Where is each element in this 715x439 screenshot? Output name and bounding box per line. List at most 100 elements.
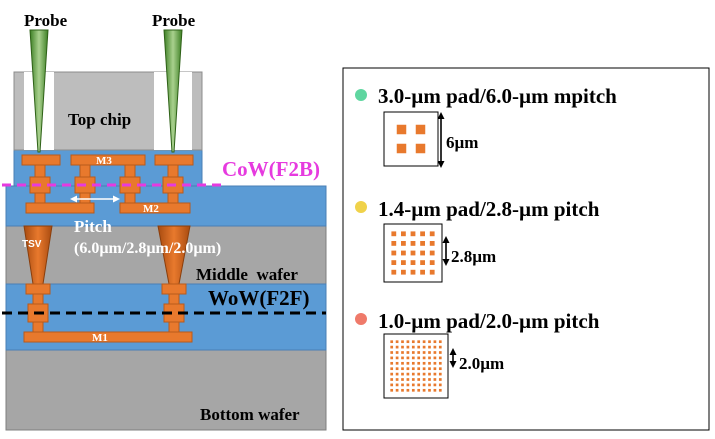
legend-pad-square bbox=[395, 361, 399, 365]
legend-pad-square bbox=[433, 356, 437, 360]
legend-pad-square bbox=[438, 361, 442, 365]
legend-pad-square bbox=[396, 124, 407, 135]
legend-pad-square bbox=[401, 340, 404, 344]
legend-pad-square bbox=[428, 388, 431, 392]
legend-pad-square bbox=[406, 388, 410, 392]
legend-item-1-label: 3.0-µm pad/6.0-µm mpitch bbox=[378, 84, 617, 108]
legend-pad-square bbox=[401, 250, 406, 256]
legend-pad-square bbox=[438, 345, 442, 349]
legend-pad-square bbox=[401, 345, 404, 349]
legend-pad-square bbox=[417, 351, 421, 354]
legend-pad-square bbox=[390, 345, 394, 349]
via bbox=[167, 192, 179, 204]
legend-dot-yellow-icon bbox=[355, 201, 367, 213]
legend-pad-square bbox=[401, 367, 404, 371]
legend-pad-square bbox=[406, 367, 410, 371]
legend-pad-square bbox=[433, 367, 437, 371]
bottom-wafer-label: Bottom wafer bbox=[200, 405, 300, 424]
legend-pad-square bbox=[438, 378, 442, 381]
legend-pad-square bbox=[390, 351, 394, 354]
legend-pad-square bbox=[420, 231, 425, 237]
pad-grid-2-8um bbox=[383, 223, 443, 283]
legend-pad-square bbox=[428, 345, 431, 349]
cross-section: Probe Probe Top chip M3 M2 M1 TSV Pitch … bbox=[2, 11, 327, 431]
legend-pad-square bbox=[406, 356, 410, 360]
probe-left-icon bbox=[29, 29, 49, 153]
legend-pad-square bbox=[422, 361, 426, 365]
via bbox=[168, 293, 180, 305]
legend-pad-square bbox=[395, 356, 399, 360]
legend-pad-square bbox=[406, 378, 410, 381]
tsv-pad bbox=[161, 283, 187, 295]
pad-grid-6um bbox=[383, 111, 439, 167]
dim-arrow-2-0um-icon bbox=[449, 348, 457, 368]
legend-pad-square bbox=[401, 388, 404, 392]
pitch-arrowhead-right bbox=[113, 195, 120, 203]
legend-pad-square bbox=[420, 250, 425, 256]
via bbox=[124, 164, 136, 178]
legend-pad-square bbox=[433, 378, 437, 381]
pitch-label: Pitch bbox=[74, 217, 112, 236]
legend-pad-square bbox=[410, 231, 416, 237]
legend-pad-square bbox=[428, 351, 431, 354]
via bbox=[79, 164, 91, 178]
legend-pad-square bbox=[391, 260, 397, 265]
legend-pad-square bbox=[391, 250, 397, 256]
legend-pad-square bbox=[422, 356, 426, 360]
tsv-pad bbox=[25, 283, 51, 295]
legend-pad-square bbox=[429, 250, 435, 256]
legend-item-3-label: 1.0-µm pad/2.0-µm pitch bbox=[378, 309, 600, 333]
m3-pad bbox=[21, 154, 61, 166]
legend-pad-square bbox=[433, 345, 437, 349]
legend-pad-square bbox=[417, 340, 421, 344]
legend-dot-green-icon bbox=[355, 89, 367, 101]
legend-pad-square bbox=[401, 372, 404, 376]
legend-pad-square bbox=[417, 356, 421, 360]
legend-pad-square bbox=[428, 378, 431, 381]
legend-pad-square bbox=[411, 367, 415, 371]
probe-right-label: Probe bbox=[152, 11, 196, 30]
legend-pad-square bbox=[410, 241, 416, 246]
legend-pad-square bbox=[406, 361, 410, 365]
legend-pad-square bbox=[429, 241, 435, 246]
legend-pad-square bbox=[422, 345, 426, 349]
legend-pad-square bbox=[395, 388, 399, 392]
legend-pad-square bbox=[429, 269, 435, 275]
legend-pad-square bbox=[420, 241, 425, 246]
legend-pad-square bbox=[417, 345, 421, 349]
legend-pad-square bbox=[417, 388, 421, 392]
legend-pad-square bbox=[422, 340, 426, 344]
m3-pad bbox=[154, 154, 194, 166]
dim-arrow-2-8um-icon bbox=[442, 236, 450, 266]
legend-pad-square bbox=[433, 388, 437, 392]
legend-pad-square bbox=[401, 361, 404, 365]
legend-pad-square bbox=[411, 340, 415, 344]
legend-pad-square bbox=[410, 250, 416, 256]
pitch-values: (6.0µm/2.8µm/2.0µm) bbox=[74, 240, 221, 257]
legend-pad-square bbox=[406, 345, 410, 349]
legend-pad-square bbox=[410, 269, 416, 275]
pitch-arrowhead-left bbox=[70, 195, 77, 203]
legend-pad-square bbox=[411, 361, 415, 365]
legend-panel: 3.0-µm pad/6.0-µm mpitch 6µm 1.4-µm pad/… bbox=[342, 67, 710, 431]
legend-pad-square bbox=[395, 372, 399, 376]
legend-pad-square bbox=[417, 367, 421, 371]
legend-pad-square bbox=[422, 367, 426, 371]
legend-pad-square bbox=[433, 372, 437, 376]
legend-pad-square bbox=[433, 340, 437, 344]
legend-pad-square bbox=[411, 351, 415, 354]
legend-pad-square bbox=[417, 361, 421, 365]
bottom-wafer bbox=[5, 349, 327, 431]
legend-pad-square bbox=[406, 351, 410, 354]
dim-arrow-6um-icon bbox=[437, 112, 445, 168]
legend-pad-square bbox=[401, 260, 406, 265]
legend-pad-square bbox=[406, 372, 410, 376]
legend-pad-square bbox=[417, 378, 421, 381]
legend-pad-square bbox=[395, 345, 399, 349]
via bbox=[124, 192, 136, 204]
legend-pad-square bbox=[390, 383, 394, 387]
pad-grid-frame bbox=[383, 333, 449, 399]
legend-dot-red-icon bbox=[355, 313, 367, 325]
legend-pad-square bbox=[429, 231, 435, 237]
legend-pad-square bbox=[411, 372, 415, 376]
